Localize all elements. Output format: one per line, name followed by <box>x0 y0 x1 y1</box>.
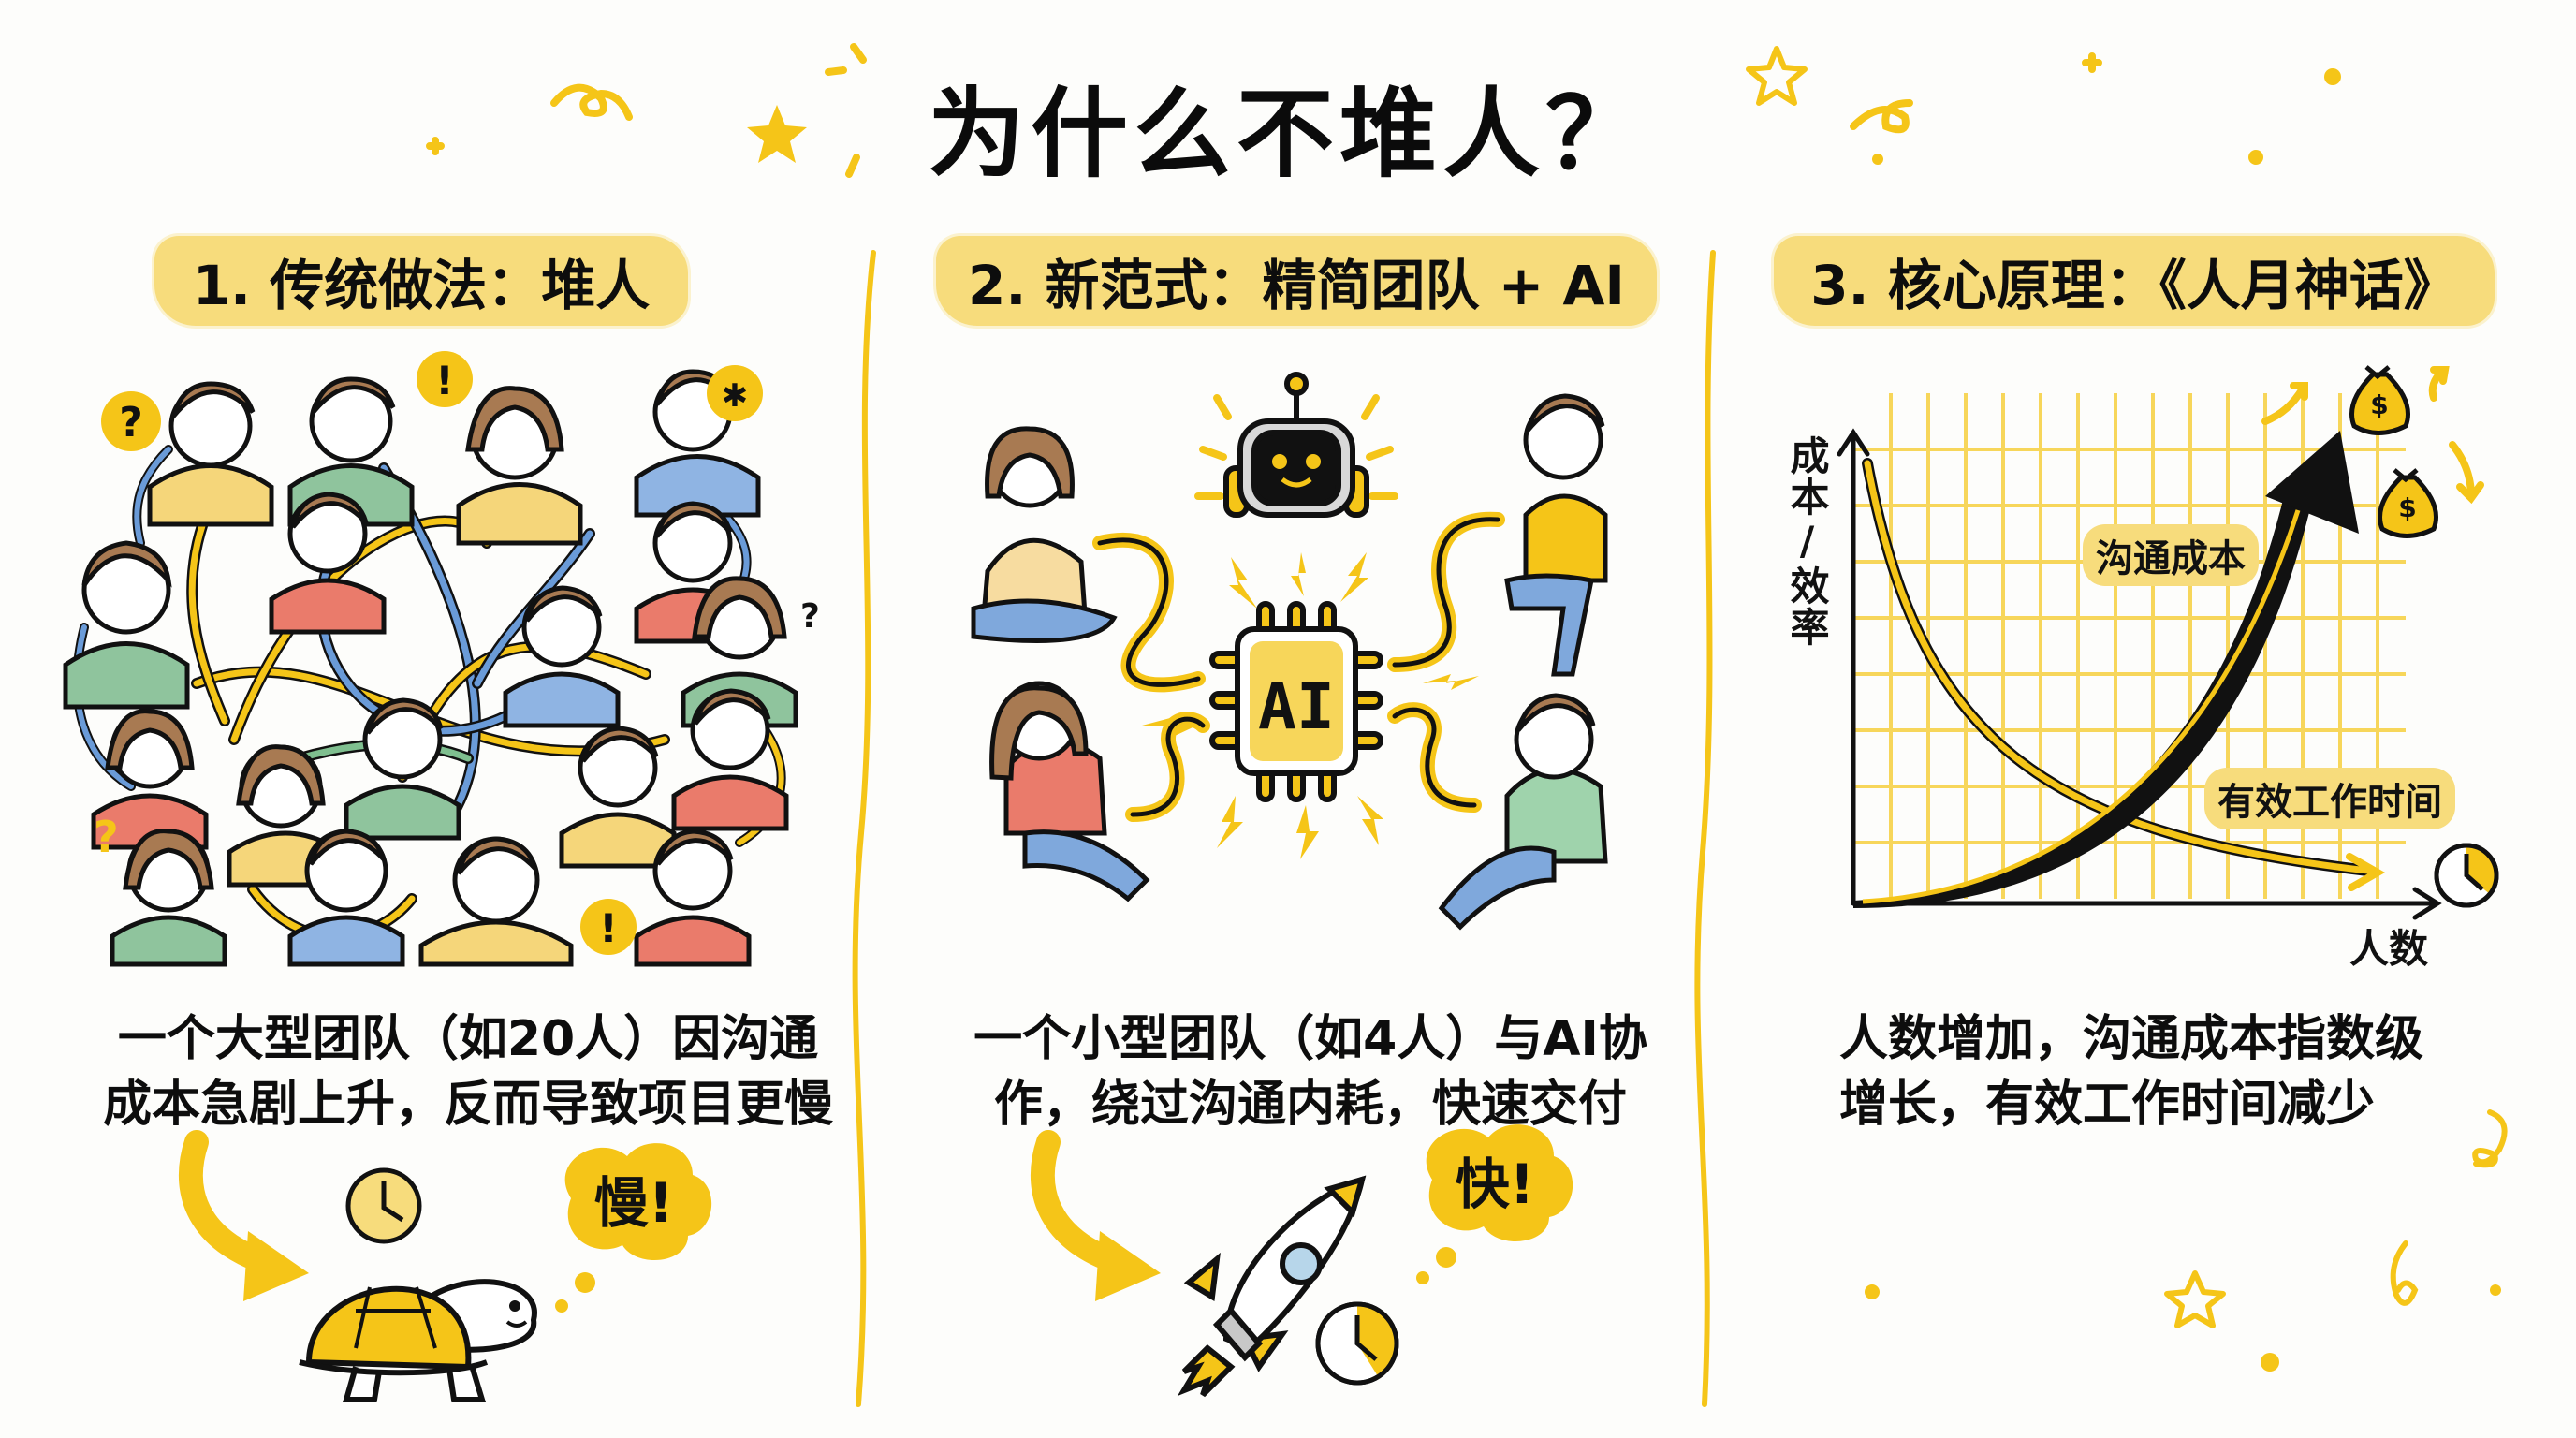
communication-cost-curve <box>1853 431 2359 908</box>
money-bag-icon: $ <box>2349 365 2410 435</box>
description-line: 增长，有效工作时间减少 <box>1839 1077 2376 1133</box>
exclamation-bubble-icon: ! <box>417 351 473 407</box>
slow-turtle-illustration: 慢! <box>168 1123 749 1404</box>
angry-bubble-icon: ✱ <box>707 365 763 421</box>
effective-work-time-curve <box>1862 458 2386 891</box>
person-icon <box>503 585 621 728</box>
glow-rays <box>1194 394 1398 500</box>
person-icon <box>634 829 752 967</box>
description-new-paradigm: 一个小型团队（如4人）与AI协 作，绕过沟通内耗，快速交付 <box>964 1006 1657 1137</box>
flying-arrow-icon <box>2261 366 2484 505</box>
sparkle-decoration <box>0 1217 112 1438</box>
ai-collaboration-illustration: AI <box>936 356 1647 955</box>
section-divider <box>1694 250 1716 1407</box>
person-icon <box>559 726 677 869</box>
svg-text:!: ! <box>599 905 617 951</box>
clock-icon <box>1315 1301 1399 1386</box>
person-icon <box>344 697 461 841</box>
fast-rocket-illustration: 快! <box>1011 1123 1610 1404</box>
mythical-man-month-chart: $ $ 成本/效率 人数 沟通成本 有效工作时间 <box>1760 346 2537 1002</box>
crowd-illustration: ? ! ✱ ! ? ? <box>63 346 820 967</box>
connection-arrows <box>1092 511 1505 822</box>
person-icon <box>287 376 415 527</box>
person-icon <box>671 688 789 831</box>
series-label-communication-cost: 沟通成本 <box>2083 524 2259 586</box>
person-icon-top-left <box>971 426 1118 643</box>
chart-axes <box>1837 428 2442 920</box>
svg-text:?: ? <box>119 399 143 447</box>
description-line: 一个大型团队（如20人）因沟通 <box>117 1011 819 1067</box>
person-icon <box>63 540 190 710</box>
thought-bubble-icon <box>1416 1124 1573 1284</box>
turtle-icon <box>299 1279 537 1402</box>
question-mark-icon: ? <box>94 812 119 862</box>
svg-text:$: $ <box>2398 492 2416 523</box>
svg-text:$: $ <box>2370 389 2388 420</box>
slow-bubble-text: 慢! <box>594 1171 673 1235</box>
question-bubble-icon: ? <box>101 391 161 451</box>
person-icon-top-right <box>1504 393 1608 677</box>
money-bag-icon: $ <box>2378 468 2438 538</box>
x-axis-label: 人数 <box>2349 926 2429 972</box>
description-line: 作，绕过沟通内耗，快速交付 <box>993 1077 1627 1133</box>
robot-icon <box>1223 372 1369 518</box>
section-header-new-paradigm: 2. 新范式：精简团队 + AI <box>936 236 1657 326</box>
section-divider <box>852 250 876 1407</box>
person-icon <box>287 829 405 967</box>
sparkle-decoration <box>1865 1109 2508 1372</box>
ai-chip-icon <box>1209 601 1383 802</box>
person-icon <box>269 492 387 635</box>
rocket-icon <box>1177 1175 1367 1398</box>
team-member-icons <box>971 393 1608 931</box>
page-title: 为什么不堆人？ <box>927 77 1648 191</box>
section-header-core-principle: 3. 核心原理：《人月神话》 <box>1774 236 2495 326</box>
tangled-communication-arrows: ? ! ✱ ! ? ? <box>63 351 820 967</box>
clock-icon <box>345 1167 422 1244</box>
description-core-principle: 人数增加，沟通成本指数级 增长，有效工作时间减少 <box>1839 1006 2438 1137</box>
person-icon <box>110 829 227 967</box>
description-line: 一个小型团队（如4人）与AI协 <box>973 1011 1647 1067</box>
description-line: 人数增加，沟通成本指数级 <box>1839 1011 2424 1067</box>
svg-text:!: ! <box>435 358 453 404</box>
svg-text:✱: ✱ <box>722 377 749 415</box>
y-axis-label: 成本/效率 <box>1784 435 1830 648</box>
person-icon <box>456 386 583 546</box>
person-icon <box>147 381 274 527</box>
question-mark-icon: ? <box>800 597 820 636</box>
description-line: 成本急剧上升，反而导致项目更慢 <box>102 1077 833 1133</box>
series-label-effective-work-time: 有效工作时间 <box>2204 768 2455 829</box>
person-icon <box>418 836 574 967</box>
lightning-icon <box>1142 552 1479 859</box>
ai-chip-label: AI <box>1258 670 1335 744</box>
person-icon-bottom-left <box>989 681 1150 902</box>
chart-canvas: $ $ <box>1837 365 2499 920</box>
person-icon-bottom-right <box>1438 693 1608 931</box>
fast-bubble-text: 快! <box>1456 1152 1534 1216</box>
section-header-traditional: 1. 传统做法：堆人 <box>154 236 688 326</box>
description-traditional: 一个大型团队（如20人）因沟通 成本急剧上升，反而导致项目更慢 <box>89 1006 847 1137</box>
thought-bubble-icon <box>555 1143 712 1313</box>
clock-icon <box>2434 843 2499 908</box>
exclamation-bubble-icon: ! <box>580 899 637 955</box>
sparkle-decoration <box>426 43 2341 257</box>
